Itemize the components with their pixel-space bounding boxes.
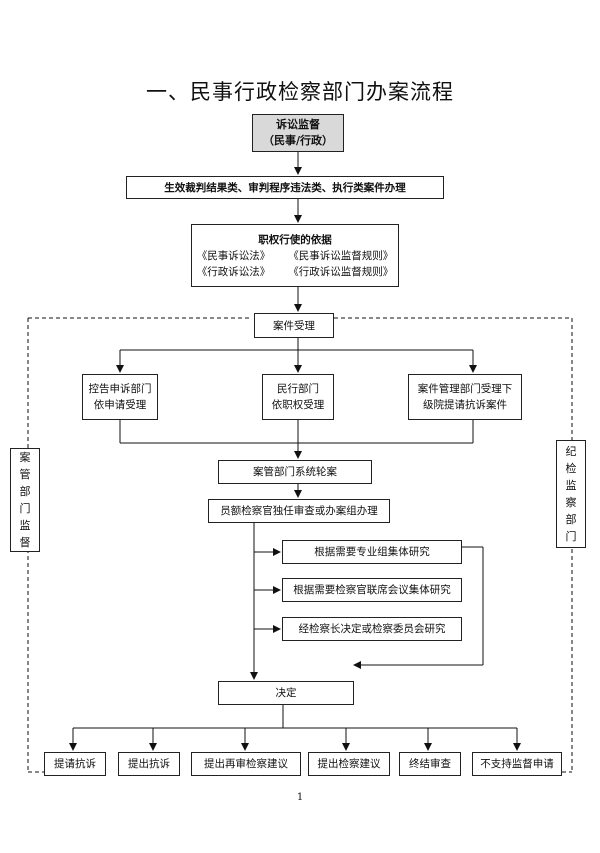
outcome-file-protest-label: 提出抗诉 [128, 758, 170, 770]
decision-label: 决定 [275, 687, 297, 699]
outcome-reject-application: 不支持监督申请 [472, 752, 562, 776]
case-rotation-label: 案管部门系统轮案 [253, 466, 337, 478]
side-left-char: 督 [19, 536, 31, 549]
law-administrative-procedure: 《行政诉讼法》 [196, 265, 271, 278]
page-number: 1 [296, 792, 304, 803]
chief-committee-research-label: 经检察长决定或检察委员会研究 [298, 623, 446, 635]
litigation-supervision-title: 诉讼监督 [276, 118, 320, 131]
civil-admin-dept-box: 民行部门 依职权受理 [262, 374, 334, 420]
outcome-terminate-review: 终结审查 [399, 752, 461, 776]
side-left-char: 门 [19, 502, 31, 515]
complaint-dept-line2: 依申请受理 [93, 399, 147, 411]
case-management-dept-box: 案件管理部门受理下 级院提请抗诉案件 [408, 374, 522, 420]
expert-group-research-box: 根据需要专业组集体研究 [282, 540, 462, 564]
case-scope-box: 生效裁判结果类、审判程序违法类、执行类案件办理 [126, 176, 444, 199]
page-title: 一、民事行政检察部门办案流程 [146, 80, 454, 104]
side-right-char: 检 [565, 462, 577, 475]
side-right-char: 门 [565, 530, 577, 543]
litigation-supervision-subtitle: （民事/行政） [262, 134, 334, 147]
outcome-procuratorial-suggestion: 提出检察建议 [308, 752, 390, 776]
side-right-char: 察 [565, 496, 577, 509]
legal-basis-heading: 职权行使的依据 [258, 233, 332, 246]
law-civil-procedure: 《民事诉讼法》 [196, 249, 271, 262]
litigation-supervision-box: 诉讼监督 （民事/行政） [252, 114, 344, 152]
outcome-procuratorial-suggestion-label: 提出检察建议 [317, 758, 381, 770]
prosecutor-review-box: 员额检察官独任审查或办案组办理 [208, 499, 390, 523]
case-management-dept-line1: 案件管理部门受理下 [417, 383, 513, 395]
outcome-reject-application-label: 不支持监督申请 [480, 758, 554, 770]
decision-box: 决定 [218, 681, 354, 705]
joint-meeting-research-label: 根据需要检察官联席会议集体研究 [293, 584, 451, 596]
civil-admin-dept-line2: 依职权受理 [271, 399, 325, 411]
complaint-dept-line1: 控告申诉部门 [88, 383, 152, 395]
case-scope-label: 生效裁判结果类、审判程序违法类、执行类案件办理 [164, 181, 406, 194]
outcome-retrial-suggestion: 提出再审检察建议 [191, 752, 301, 776]
side-left-char: 部 [19, 485, 31, 498]
law-civil-supervision-rules: 《民事诉讼监督规则》 [288, 249, 394, 262]
case-rotation-box: 案管部门系统轮案 [218, 460, 372, 484]
side-right-char: 监 [565, 479, 577, 492]
case-management-supervision-label: 案 管 部 门 监 督 [10, 448, 40, 552]
side-right-char: 部 [565, 513, 577, 526]
law-administrative-supervision-rules: 《行政诉讼监督规则》 [288, 265, 394, 278]
legal-basis-box: 职权行使的依据 《民事诉讼法》 《民事诉讼监督规则》 《行政诉讼法》 《行政诉讼… [191, 224, 399, 287]
prosecutor-review-label: 员额检察官独任审查或办案组办理 [220, 505, 378, 517]
civil-admin-dept-line1: 民行部门 [277, 383, 319, 395]
joint-meeting-research-box: 根据需要检察官联席会议集体研究 [282, 578, 462, 602]
chief-committee-research-box: 经检察长决定或检察委员会研究 [282, 617, 462, 641]
discipline-inspection-label: 纪 检 监 察 部 门 [556, 440, 586, 548]
outcome-request-protest: 提请抗诉 [44, 752, 106, 776]
outcome-retrial-suggestion-label: 提出再审检察建议 [204, 758, 288, 770]
side-left-char: 监 [19, 519, 31, 532]
outcome-request-protest-label: 提请抗诉 [54, 758, 96, 770]
side-left-char: 案 [19, 451, 31, 464]
case-management-dept-line2: 级院提请抗诉案件 [423, 399, 507, 411]
case-acceptance-box: 案件受理 [254, 313, 334, 338]
expert-group-research-label: 根据需要专业组集体研究 [314, 546, 430, 558]
case-acceptance-label: 案件受理 [273, 319, 315, 332]
side-right-char: 纪 [565, 445, 577, 458]
side-left-char: 管 [19, 468, 31, 481]
outcome-file-protest: 提出抗诉 [118, 752, 180, 776]
complaint-dept-box: 控告申诉部门 依申请受理 [82, 374, 158, 420]
outcome-terminate-review-label: 终结审查 [409, 758, 451, 770]
